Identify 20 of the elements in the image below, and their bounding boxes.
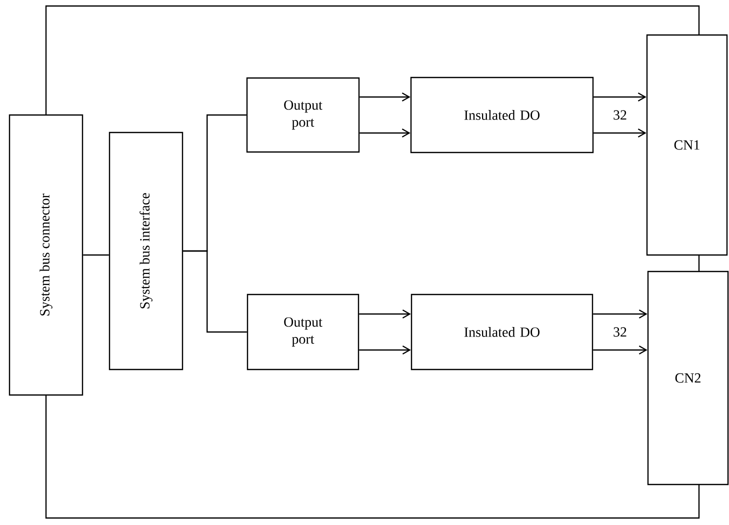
arrow bbox=[593, 345, 648, 354]
connector-box: CN1 bbox=[646, 34, 728, 256]
interface-box: System bus interface bbox=[108, 132, 184, 370]
connector-box: System bus connector bbox=[8, 114, 84, 396]
connector-box: CN2 bbox=[647, 270, 729, 486]
arrow bbox=[593, 309, 648, 319]
output-box: Insulated DO bbox=[410, 76, 594, 154]
connecting-line bbox=[183, 250, 247, 333]
port-box: Output port bbox=[246, 294, 360, 370]
arrow bbox=[360, 92, 410, 102]
arrow bbox=[359, 345, 411, 354]
arrow bbox=[360, 128, 410, 138]
arrow bbox=[359, 309, 411, 319]
connecting-line bbox=[83, 254, 109, 256]
output-box: Insulated DO bbox=[410, 294, 594, 370]
port-box: Output port bbox=[246, 77, 360, 153]
arrow bbox=[594, 128, 646, 138]
bus-width-label: 32 bbox=[614, 110, 626, 120]
bus-width-label: 32 bbox=[614, 327, 626, 337]
arrow bbox=[594, 92, 646, 102]
